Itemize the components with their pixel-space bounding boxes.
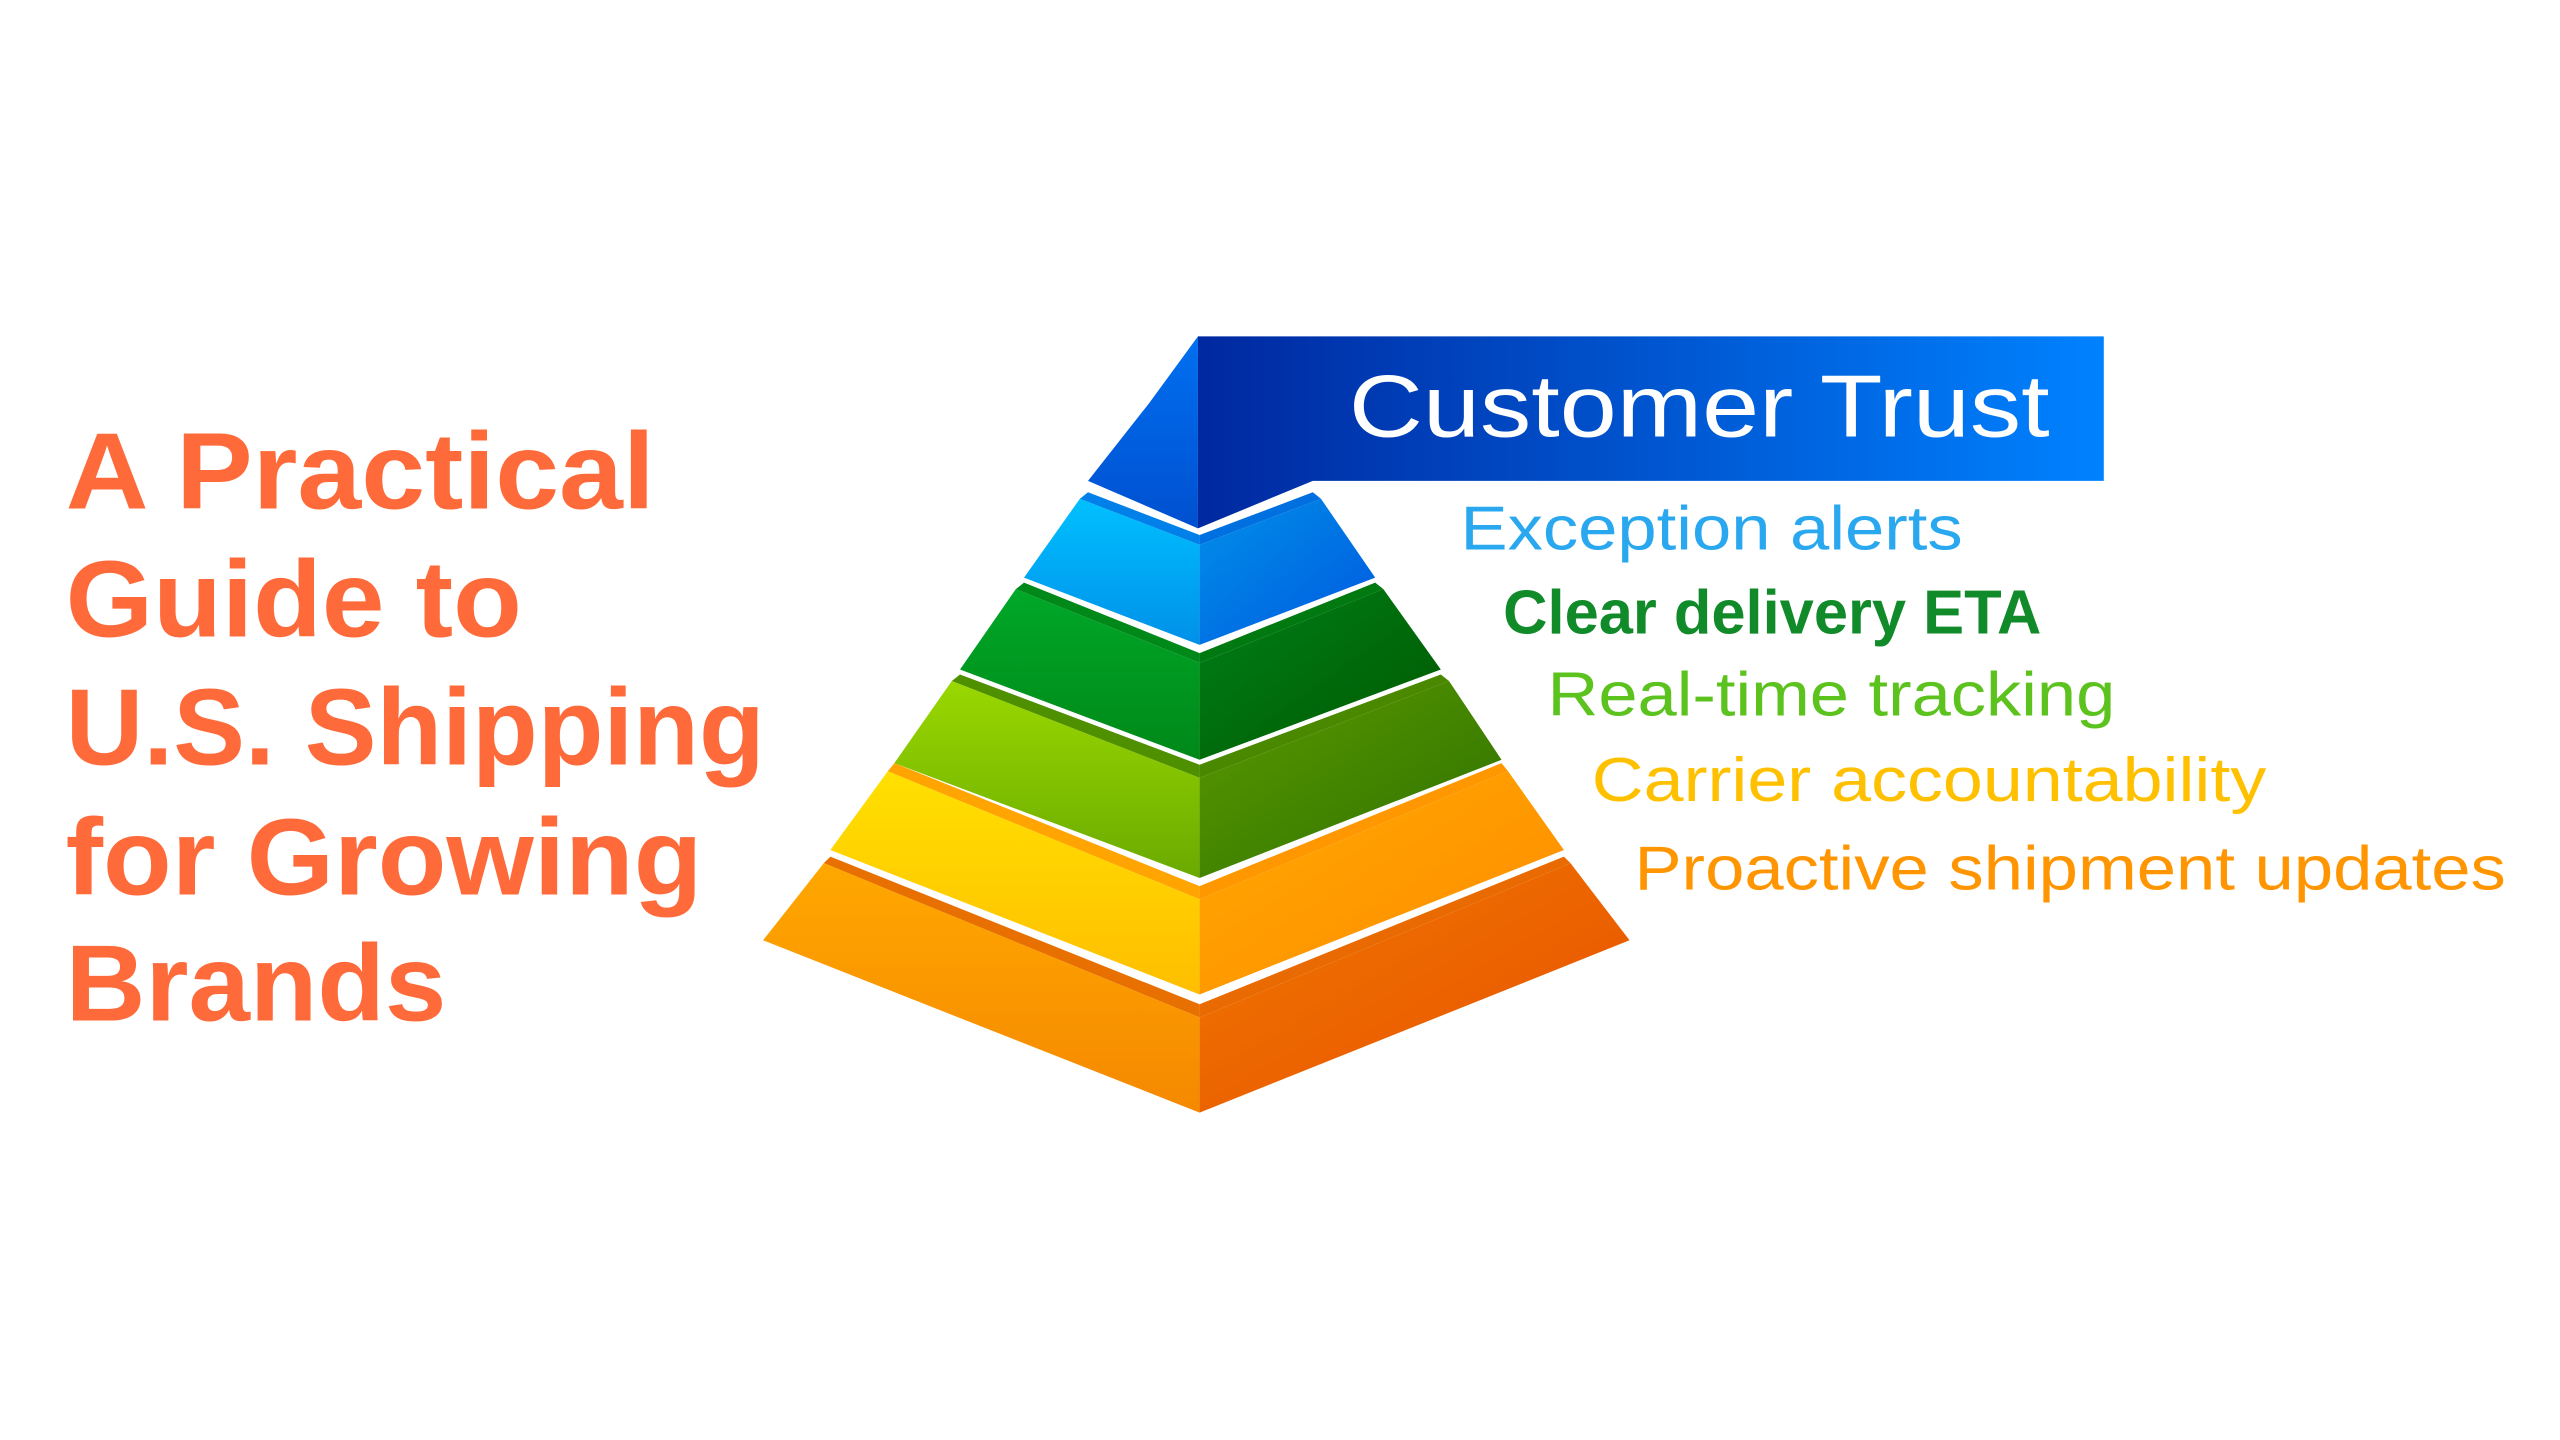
pyramid-level-carrier-accountability bbox=[830, 763, 1564, 995]
level-labels: Exception alerts Clear delivery ETA Real… bbox=[1461, 495, 2506, 904]
label-carrier-accountability: Carrier accountability bbox=[1592, 746, 2267, 815]
page-title: A Practical Guide to U.S. Shipping for G… bbox=[66, 411, 765, 1044]
customer-trust-label: Customer Trust bbox=[1349, 357, 2050, 456]
label-clear-delivery-eta: Clear delivery ETA bbox=[1503, 578, 2041, 647]
label-exception-alerts: Exception alerts bbox=[1461, 495, 1963, 564]
pyramid-level-clear-eta bbox=[960, 582, 1441, 760]
title-line: Brands bbox=[66, 923, 447, 1044]
pyramid-level-exception-alerts bbox=[1024, 492, 1376, 645]
label-real-time-tracking: Real-time tracking bbox=[1547, 660, 2115, 729]
label-proactive-shipment-updates: Proactive shipment updates bbox=[1634, 834, 2505, 903]
title-line: A Practical bbox=[66, 411, 655, 532]
title-line: for Growing bbox=[66, 796, 703, 917]
pyramid-level-real-time-tracking bbox=[894, 674, 1502, 878]
pyramid-level-proactive-updates bbox=[763, 856, 1630, 1113]
title-line: U.S. Shipping bbox=[66, 667, 765, 788]
title-line: Guide to bbox=[66, 539, 522, 660]
pyramid-top-customer-trust: Customer Trust bbox=[1088, 336, 2104, 529]
